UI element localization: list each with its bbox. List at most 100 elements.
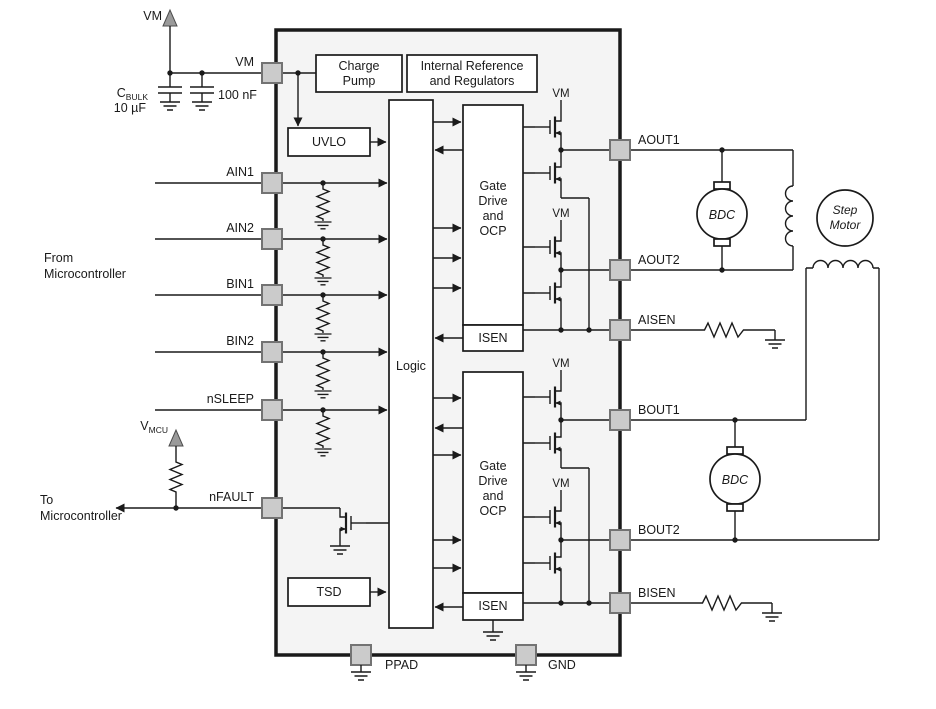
ain1-label: AIN1 — [226, 165, 254, 179]
aisen-label: AISEN — [638, 313, 676, 327]
isen-a-label: ISEN — [478, 331, 507, 345]
pin-ain2 — [261, 228, 283, 250]
ground-icon — [350, 671, 372, 681]
internal-blocks: Charge Pump Internal Reference and Regul… — [287, 54, 538, 629]
step-motor-label-line2: Motor — [830, 218, 862, 232]
vm-rail-label: VM — [552, 88, 569, 100]
int-ref-label-line2: and Regulators — [430, 74, 515, 88]
gnd-label: GND — [548, 658, 576, 672]
motor-terminal — [726, 446, 744, 455]
pin-bout1 — [609, 409, 631, 431]
nfault-external: nFAULT To Microcontroller VMCU — [40, 419, 262, 523]
step-motor-label-line1: Step — [833, 203, 858, 217]
pin-ppad — [350, 644, 372, 666]
motor-terminal — [713, 181, 731, 190]
from-mcu-line2: Microcontroller — [44, 267, 126, 281]
aisen-sense-resistor — [630, 322, 786, 349]
bout2-label: BOUT2 — [638, 523, 680, 537]
charge-pump-label-line1: Charge — [339, 59, 380, 73]
isen-b-label: ISEN — [478, 599, 507, 613]
motor-terminal — [713, 238, 731, 247]
bisen-sense-resistor — [630, 595, 783, 622]
int-ref-label-line1: Internal Reference — [421, 59, 524, 73]
vm-rail-label: VM — [552, 208, 569, 220]
sense-resistor-icon — [701, 322, 747, 338]
pin-vm — [261, 62, 283, 84]
from-mcu-line1: From — [44, 251, 73, 265]
bdc-motor-b-label: BDC — [722, 473, 749, 487]
gate-drive-b-l2: Drive — [478, 474, 507, 488]
nsleep-label: nSLEEP — [207, 392, 254, 406]
cap100-value: 100 nF — [218, 88, 257, 102]
pin-aout2 — [609, 259, 631, 281]
winding-a-coil-icon — [784, 185, 794, 247]
vm-supply-label: VM — [143, 9, 162, 23]
step-motor-body — [816, 189, 874, 247]
gate-drive-a-l2: Drive — [478, 194, 507, 208]
nfault-label: nFAULT — [209, 490, 254, 504]
pin-gnd — [515, 644, 537, 666]
logic-label: Logic — [396, 359, 426, 373]
ain2-label: AIN2 — [226, 221, 254, 235]
pin-bout2 — [609, 529, 631, 551]
bin2-label: BIN2 — [226, 334, 254, 348]
tsd-block — [287, 577, 371, 607]
ic-body — [274, 28, 622, 657]
pin-nsleep — [261, 399, 283, 421]
gate-drive-a-l1: Gate — [479, 179, 506, 193]
bout1-label: BOUT1 — [638, 403, 680, 417]
vm-rail-label: VM — [552, 478, 569, 490]
pin-aisen — [609, 319, 631, 341]
gate-drive-b-l4: OCP — [479, 504, 506, 518]
bdc-motor-a-label: BDC — [709, 208, 736, 222]
input-lines-external: AIN1 AIN2 BIN1 BIN2 nSLEEP From Microcon… — [44, 165, 262, 411]
pin-bin2 — [261, 341, 283, 363]
pin-nfault — [261, 497, 283, 519]
bin1-label: BIN1 — [226, 277, 254, 291]
gate-drive-a-l4: OCP — [479, 224, 506, 238]
logic-block — [388, 99, 434, 629]
ground-icon — [764, 339, 786, 349]
bdc-motor-a: BDC — [696, 150, 748, 270]
cbulk-label: CBULK — [117, 86, 149, 102]
bisen-label: BISEN — [638, 586, 676, 600]
motor-terminal — [726, 503, 744, 512]
junction-dots — [167, 70, 738, 606]
to-mcu-line1: To — [40, 493, 53, 507]
pin-bisen — [609, 592, 631, 614]
gate-drive-a-l3: and — [483, 209, 504, 223]
internal-reference-block — [406, 54, 538, 93]
gate-drive-a-block — [462, 104, 524, 326]
ground-icon — [159, 101, 181, 111]
pin-labels: AOUT1 AOUT2 AISEN BOUT1 BOUT2 BISEN PPAD… — [385, 133, 680, 672]
gate-drive-b-l3: and — [483, 489, 504, 503]
ground-icon — [761, 612, 783, 622]
aout1-label: AOUT1 — [638, 133, 680, 147]
tsd-label: TSD — [317, 585, 342, 599]
sense-resistor-icon — [699, 595, 745, 611]
gate-drive-b-l1: Gate — [479, 459, 506, 473]
cbulk-value: 10 µF — [114, 101, 147, 115]
bottom-grounds — [350, 665, 537, 681]
vm-supply-arrow-icon — [162, 8, 178, 27]
step-motor: Step Motor — [816, 189, 874, 247]
pin-bin1 — [261, 284, 283, 306]
logic-interconnect-arrows — [370, 117, 463, 612]
ground-icon — [515, 671, 537, 681]
vm-supply-network: VM CBULK 10 µF 100 nF VM — [114, 8, 262, 115]
vm-rail-label: VM — [552, 358, 569, 370]
pin-ain1 — [261, 172, 283, 194]
half-bridge-b2: VM — [482, 478, 610, 641]
gate-drive-b-block — [462, 371, 524, 594]
vmcu-supply-arrow-icon — [168, 428, 184, 447]
vm-pin-label: VM — [235, 55, 254, 69]
ic-pins — [261, 62, 631, 666]
to-mcu-line2: Microcontroller — [40, 509, 122, 523]
uvlo-block — [287, 127, 371, 157]
vmcu-label: VMCU — [140, 419, 168, 435]
load-network: BDC Step Motor BDC — [630, 149, 880, 622]
bdc-motor-b: BDC — [709, 420, 761, 540]
half-bridge-a2: VM — [523, 208, 610, 331]
pin-aout1 — [609, 139, 631, 161]
